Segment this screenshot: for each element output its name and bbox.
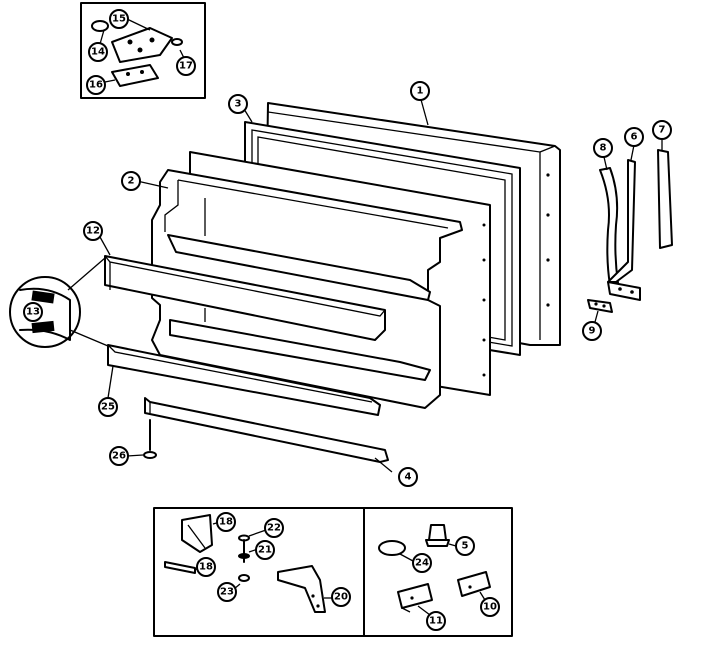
callout-label: 1 (417, 86, 424, 97)
callout-label: 11 (429, 616, 443, 627)
callout-label: 26 (112, 451, 126, 462)
hinge-straps (587, 137, 673, 323)
callout-label: 15 (112, 14, 126, 25)
callout-c9: 9 (582, 321, 602, 341)
callout-c16: 16 (86, 75, 106, 95)
lower-parts-inset-right (363, 507, 513, 637)
callout-c14: 14 (88, 42, 108, 62)
callout-label: 18 (219, 517, 233, 528)
strap-7 (657, 149, 673, 249)
callout-label: 13 (26, 307, 40, 318)
callout-c7: 7 (652, 120, 672, 140)
screw (126, 419, 157, 459)
hinge-plate (111, 27, 173, 63)
callout-label: 4 (405, 472, 412, 483)
callout-c2: 2 (121, 171, 141, 191)
callout-label: 6 (631, 132, 638, 143)
inner-door-liner (136, 151, 491, 409)
inset-frame-right (363, 507, 513, 637)
callout-label: 3 (235, 99, 242, 110)
hinge-shim (111, 64, 159, 87)
callout-label: 7 (659, 125, 666, 136)
detail-magnifier (9, 257, 109, 348)
callout-label: 8 (600, 143, 607, 154)
bracket-9 (587, 299, 613, 313)
callout-c8: 8 (593, 138, 613, 158)
hinge-parts-inset (80, 2, 206, 99)
callout-label: 25 (101, 402, 115, 413)
callout-label: 16 (89, 80, 103, 91)
callout-c22: 22 (264, 518, 284, 538)
hinge-cap (91, 20, 109, 32)
lower-parts-inset-left (153, 507, 365, 637)
callout-c6: 6 (624, 127, 644, 147)
callout-c23: 23 (217, 582, 237, 602)
callout-c12: 12 (83, 221, 103, 241)
callout-c10b: 10 (480, 597, 500, 617)
callout-label: 17 (179, 61, 193, 72)
callout-c1: 1 (410, 81, 430, 101)
callout-c20: 20 (331, 587, 351, 607)
washer (171, 38, 183, 46)
callout-c17: 17 (176, 56, 196, 76)
callout-label: 2 (128, 176, 135, 187)
callout-label: 14 (91, 47, 105, 58)
callout-c3: 3 (228, 94, 248, 114)
lower-shelf-bar (107, 344, 381, 416)
callout-c11: 11 (426, 611, 446, 631)
callout-c5: 5 (455, 536, 475, 556)
callout-label: 12 (86, 226, 100, 237)
callout-label: 24 (415, 558, 429, 569)
callout-c26: 26 (109, 446, 129, 466)
callout-c10: 18 (196, 557, 216, 577)
callout-c24: 24 (412, 553, 432, 573)
inset-frame (80, 2, 206, 99)
callout-label: 5 (462, 541, 469, 552)
upper-shelf-bar (99, 236, 386, 341)
callout-label: 9 (589, 326, 596, 337)
callout-label: 21 (258, 545, 272, 556)
callout-label: 23 (220, 587, 234, 598)
callout-label: 20 (334, 592, 348, 603)
callout-c18: 18 (216, 512, 236, 532)
strap-6 (607, 159, 636, 283)
callout-label: 18 (199, 562, 213, 573)
bottom-trim (144, 397, 393, 473)
strap-8 (599, 167, 619, 286)
callout-label: 10 (483, 602, 497, 613)
callout-c21: 21 (255, 540, 275, 560)
callout-c4: 4 (398, 467, 418, 487)
callout-label: 22 (267, 523, 281, 534)
callout-c15: 15 (109, 9, 129, 29)
callout-c13: 13 (23, 302, 43, 322)
callout-c25: 25 (98, 397, 118, 417)
